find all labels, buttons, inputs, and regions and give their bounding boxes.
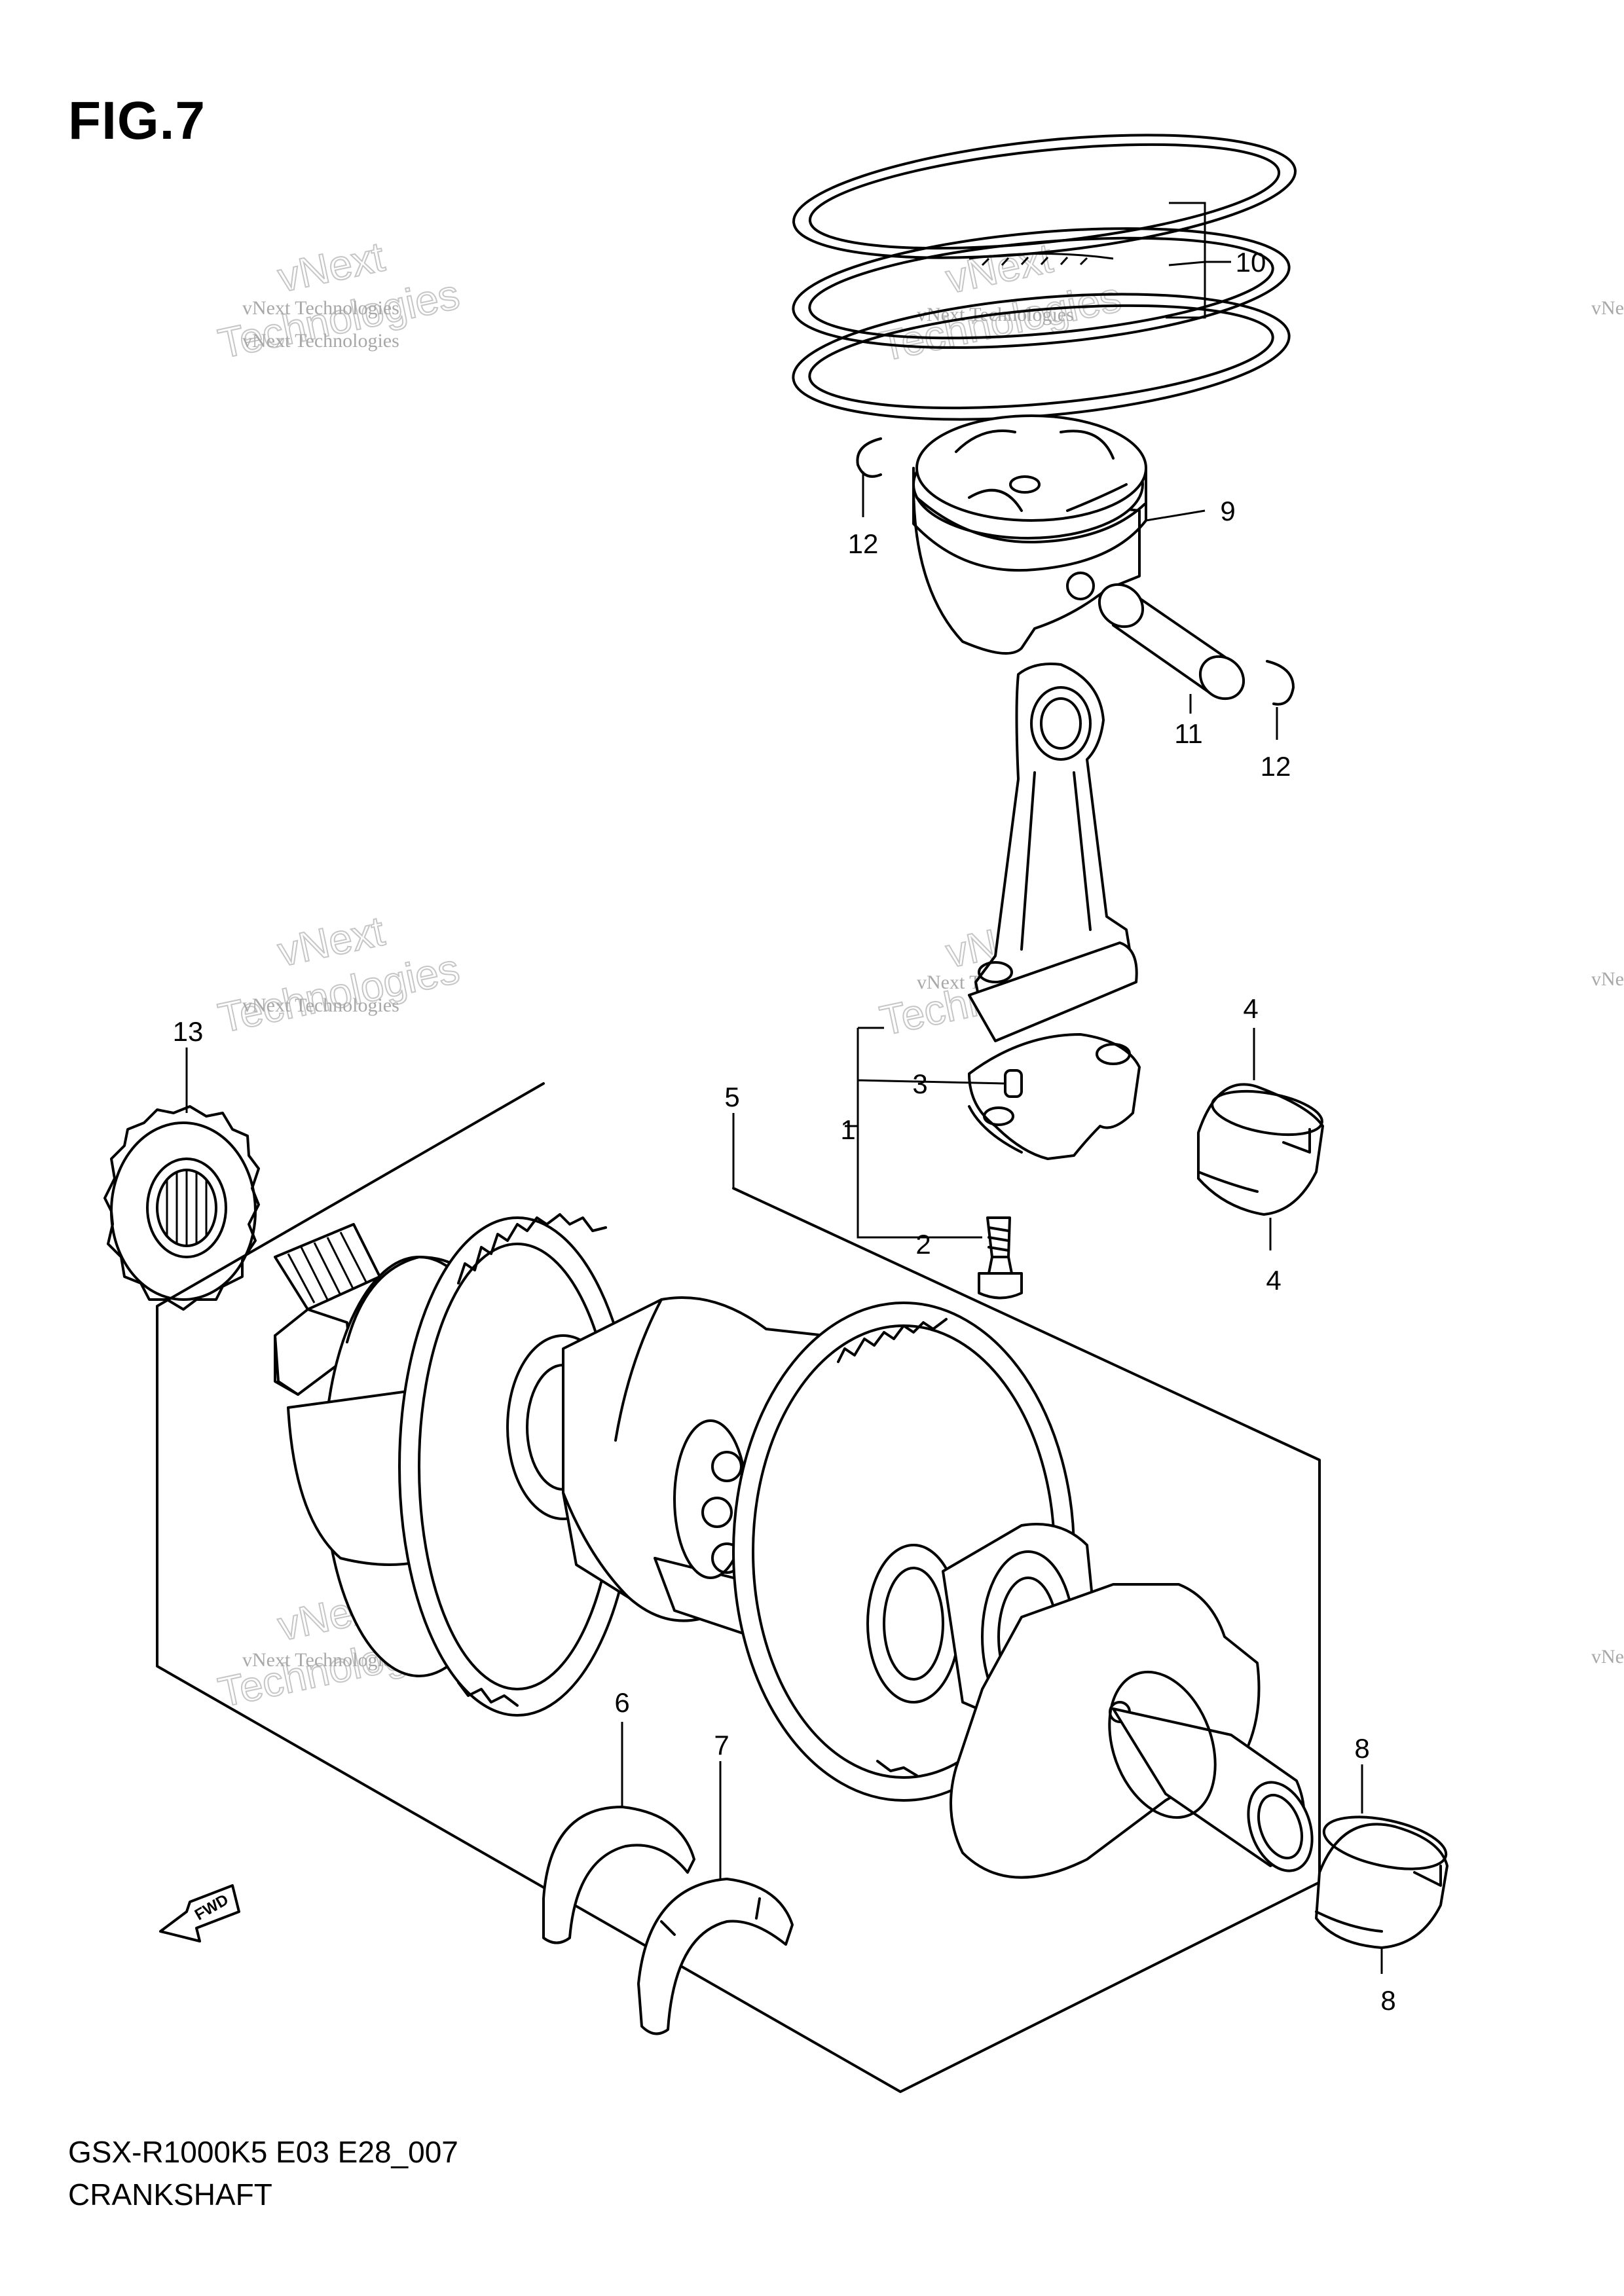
callout-12-left: 12 xyxy=(848,528,879,559)
watermark-text: vNext Technologies xyxy=(242,1649,399,1671)
watermark-text: vNext Technologies xyxy=(1591,297,1624,319)
watermark-text: vNext Technologies xyxy=(242,994,399,1016)
leader-lines xyxy=(185,202,1383,1974)
callout-6: 6 xyxy=(614,1687,629,1718)
figure-title: FIG.7 xyxy=(68,91,206,151)
callout-4-bottom: 4 xyxy=(1266,1265,1281,1296)
callout-3: 3 xyxy=(912,1068,927,1099)
part-6-thrust-bearing xyxy=(542,1806,695,1944)
watermark-text: vNext Technologies xyxy=(1591,1646,1624,1667)
part-2-rod-bolt xyxy=(978,1216,1023,1300)
callout-2: 2 xyxy=(915,1229,931,1260)
model-code: GSX-R1000K5 E03 E28_007 xyxy=(68,2135,458,2169)
callout-10: 10 xyxy=(1236,247,1266,278)
part-12-circlip xyxy=(856,437,882,478)
callout-8-bottom: 8 xyxy=(1380,1985,1395,2016)
callout-9: 9 xyxy=(1220,496,1235,526)
callout-11: 11 xyxy=(1174,718,1203,749)
diagram-caption: CRANKSHAFT xyxy=(68,2178,272,2212)
part-5-crankshaft-assembly xyxy=(156,1082,1321,2093)
callout-13: 13 xyxy=(173,1016,204,1047)
part-4-conrod-bearing xyxy=(1197,1083,1324,1216)
part-9-piston xyxy=(912,414,1147,655)
part-11-piston-pin xyxy=(1098,583,1246,701)
callout-12-right: 12 xyxy=(1261,751,1291,782)
callout-4-top: 4 xyxy=(1243,993,1258,1024)
part-connecting-rod xyxy=(968,663,1138,1042)
part-3-dowel-pin xyxy=(1004,1069,1023,1098)
part-7-thrust-bearing xyxy=(637,1878,794,2035)
watermark-text: vNext Technologies xyxy=(1591,968,1624,990)
callout-5: 5 xyxy=(724,1082,739,1112)
callout-labels: 1 2 3 4 4 5 6 7 8 8 9 10 11 12 12 13 xyxy=(173,247,1396,2016)
callout-8-top: 8 xyxy=(1354,1733,1369,1764)
watermark-text: vNext Technologies xyxy=(242,330,399,352)
part-10-piston-rings xyxy=(792,134,1297,421)
part-rod-cap xyxy=(968,1033,1141,1160)
part-12-circlip xyxy=(1266,660,1295,706)
callout-1: 1 xyxy=(840,1114,855,1145)
fwd-direction-arrow: FWD xyxy=(159,1884,240,1942)
callout-7: 7 xyxy=(714,1730,729,1760)
watermark-text: vNext Technologies xyxy=(242,297,399,319)
part-8-main-bearing xyxy=(1315,1815,1449,1949)
part-13-crank-sprocket xyxy=(103,1105,260,1311)
